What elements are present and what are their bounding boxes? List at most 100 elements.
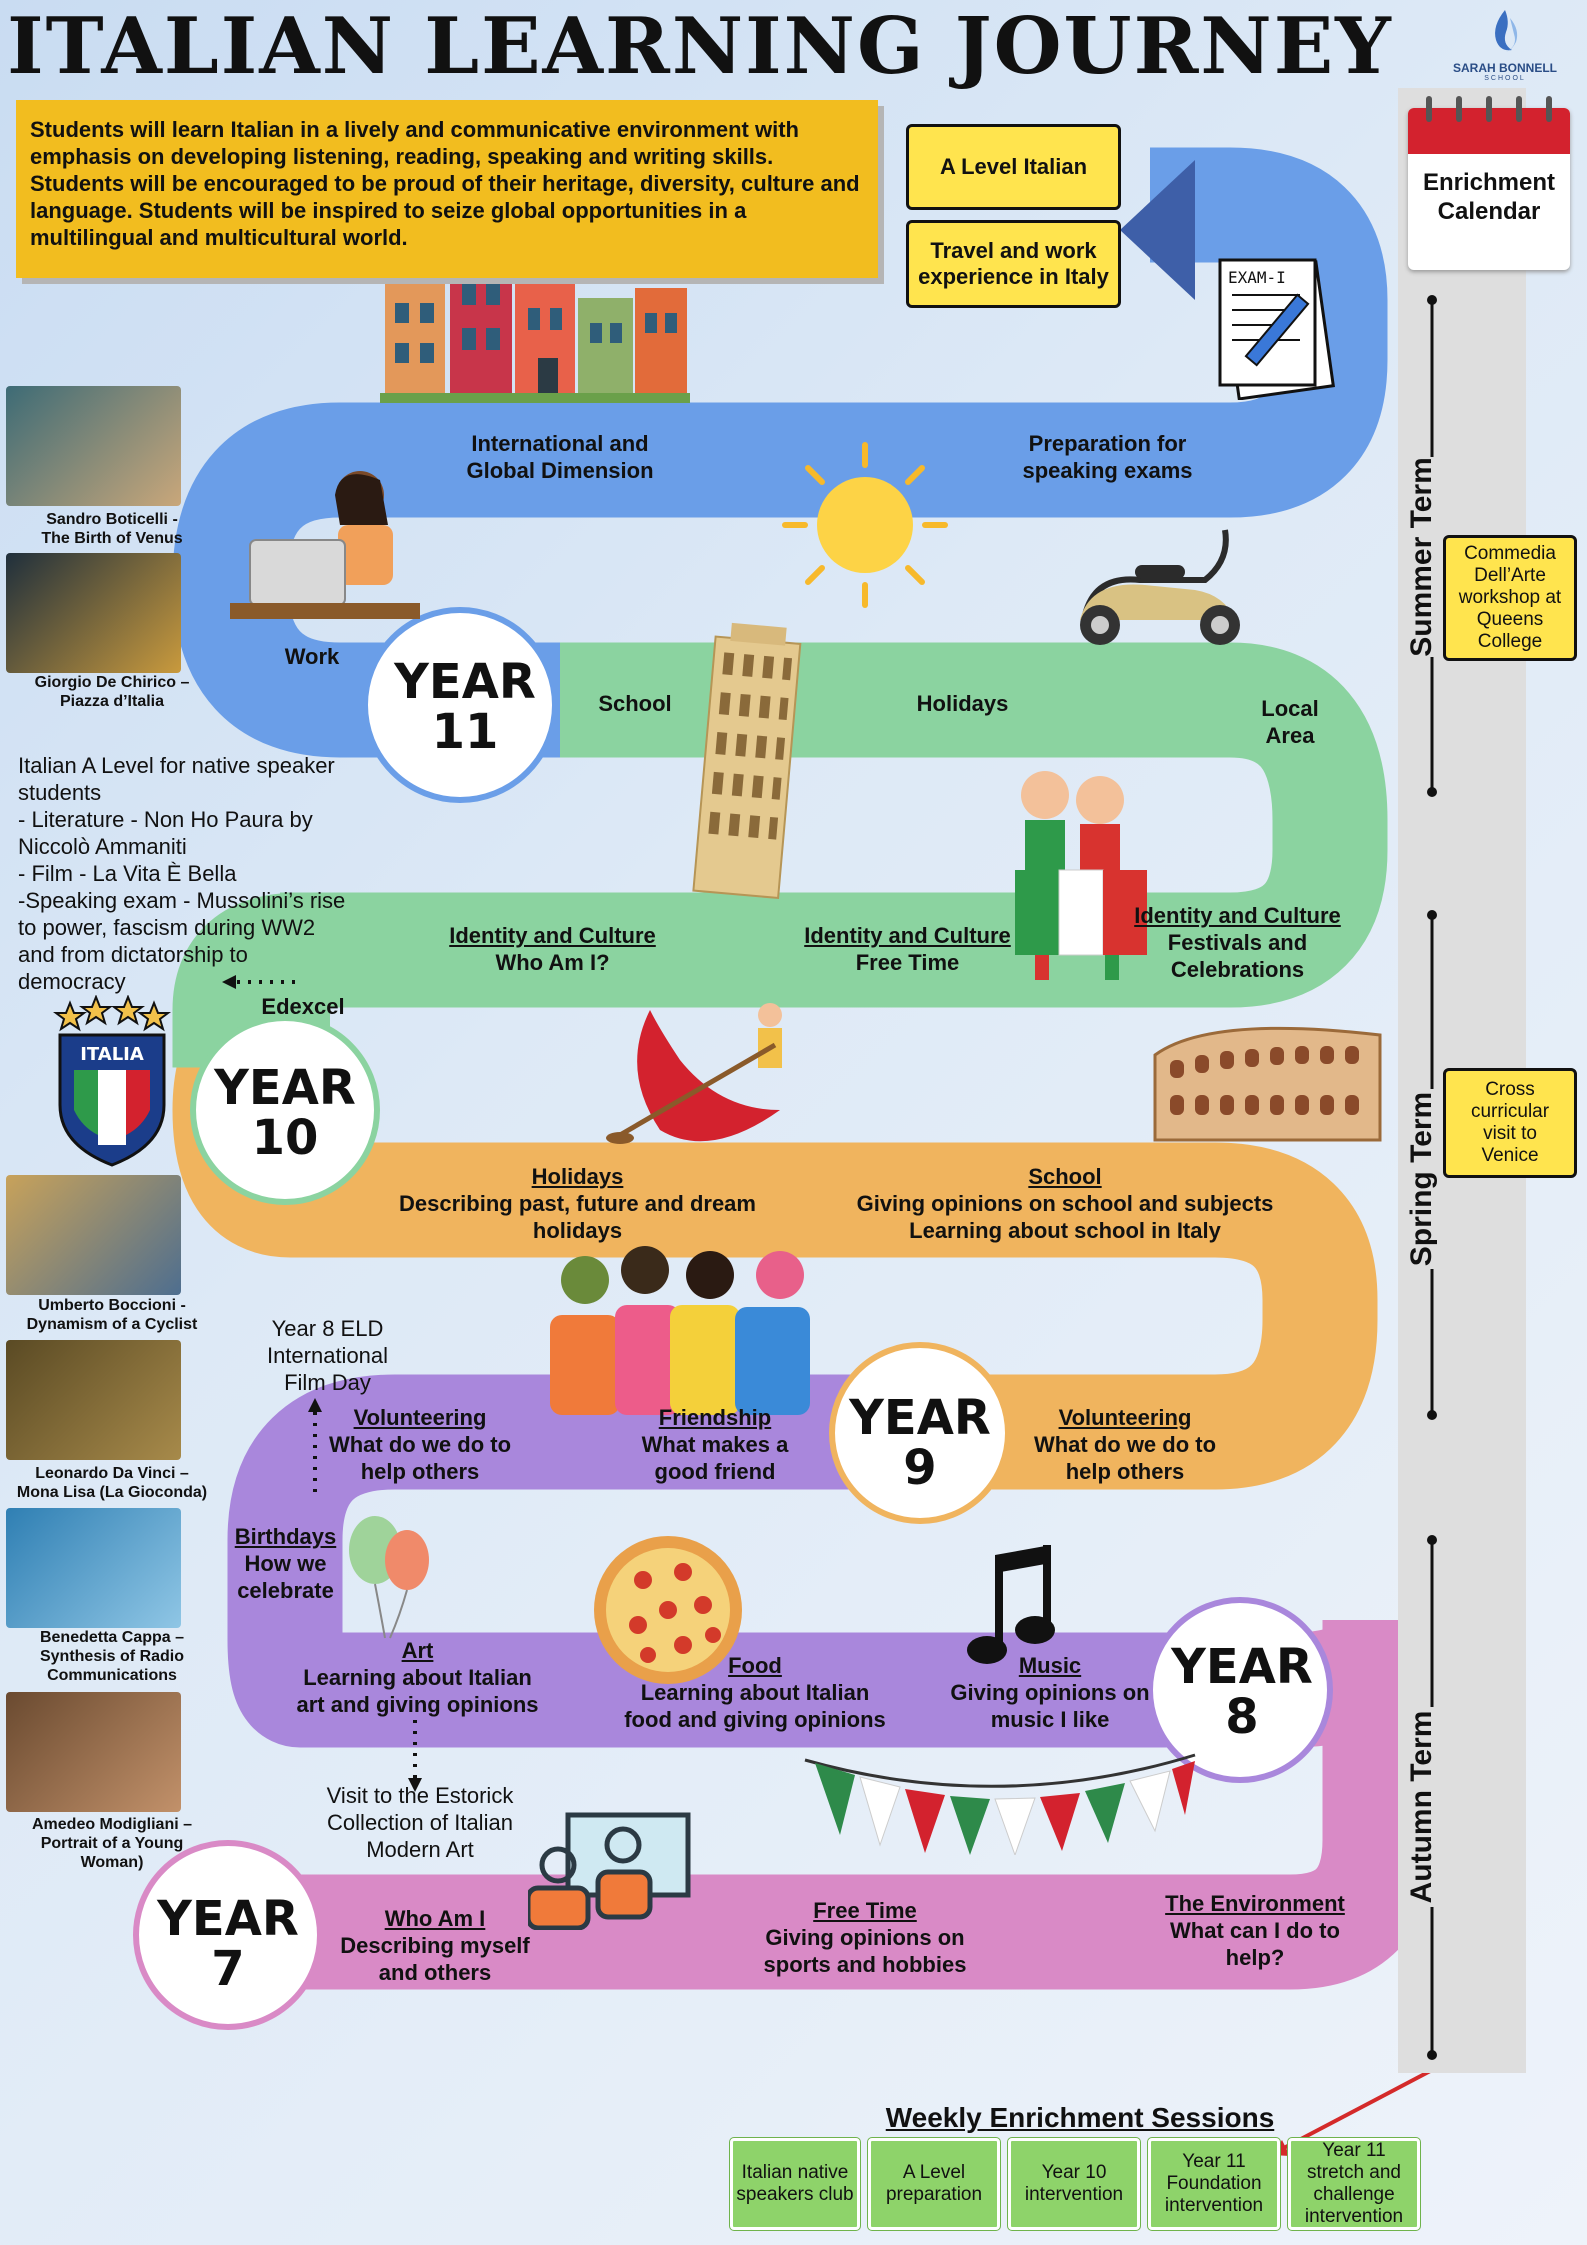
exam-paper-illustration: EXAM-I — [1218, 258, 1335, 400]
weekly-box-3-l1: Year 10 — [1041, 2162, 1107, 2183]
logo-name: SARAH BONNELL — [1453, 61, 1557, 75]
y9-film-day: Year 8 ELD International Film Day — [240, 1315, 415, 1396]
scooter-icon — [1080, 529, 1240, 645]
y8-art-sub-l1: Learning about Italian — [303, 1665, 532, 1690]
fans-flag-illustration — [1015, 771, 1147, 980]
y9-friend-sub-l1: What makes a — [641, 1432, 789, 1457]
y9-vol2-sub-l2: help others — [1065, 1459, 1185, 1484]
y8-food-head: Food — [728, 1653, 782, 1678]
weekly-box-a-level: A Level preparation — [868, 2138, 1000, 2230]
y9-film-l2: International — [266, 1343, 389, 1368]
weekly-box-year10: Year 10 intervention — [1008, 2138, 1140, 2230]
weekly-box-2-l2: preparation — [885, 2184, 983, 2205]
y10-topic-who-am-i: Identity and Culture Who Am I? — [425, 922, 680, 976]
y10-topic-school: School Giving opinions on school and sub… — [825, 1163, 1305, 1244]
y10-t1-head: Identity and Culture — [449, 923, 656, 948]
weekly-box-year11-foundation: Year 11 Foundation intervention — [1148, 2138, 1280, 2230]
a-level-note-l2: students — [18, 780, 102, 805]
artwork-caption-modigliani-l1: Amedeo Modigliani – — [31, 1816, 192, 1833]
y11-local-l1: Local — [1261, 696, 1319, 721]
weekly-box-4-l3: intervention — [1164, 2195, 1264, 2216]
weekly-box-5-l3: challenge — [1313, 2184, 1395, 2205]
y7-env-sub-l2: help? — [1225, 1945, 1285, 1970]
destination-travel-text: Travel and work experience in Italy — [918, 238, 1109, 289]
gondola-illustration — [606, 1003, 782, 1144]
year-11-label: YEAR 11 — [385, 657, 545, 757]
y7-topic-who-am-i: Who Am I Describing myself and others — [320, 1905, 550, 1986]
artwork-caption-venus: Sandro Boticelli - The Birth of Venus — [2, 510, 222, 548]
y7-free-sub-l2: sports and hobbies — [763, 1952, 967, 1977]
weekly-box-5-l4: intervention — [1304, 2206, 1404, 2227]
venice-l1: Cross — [1485, 1079, 1535, 1100]
y8-art-head: Art — [401, 1638, 434, 1663]
y10-school-head: School — [1028, 1164, 1102, 1189]
artwork-caption-piazza-l1: Giorgio De Chirico – — [34, 674, 190, 691]
weekly-box-2-l1: A Level — [902, 2162, 966, 2183]
bunting-icon — [804, 1753, 1196, 1855]
weekly-box-5-l2: stretch and — [1307, 2162, 1401, 2183]
intro-text: Students will learn Italian in a lively … — [16, 100, 878, 278]
year-7-label: YEAR 7 — [148, 1894, 308, 1994]
y10-t2-head: Identity and Culture — [804, 923, 1011, 948]
y10-holidays-sub-l2: holidays — [532, 1218, 623, 1243]
weekly-box-5-l1: Year 11 — [1322, 2140, 1386, 2161]
y7-whoami-sub-l2: and others — [378, 1960, 492, 1985]
y9-topic-volunteering-2: Volunteering What do we do to help other… — [1015, 1404, 1235, 1485]
a-level-note-l1: Italian A Level for native speaker — [18, 753, 335, 778]
logo-sub: SCHOOL — [1484, 75, 1526, 82]
calendar-title: Enrichment Calendar — [1408, 168, 1570, 226]
y10-topic-holidays: Holidays Describing past, future and dre… — [370, 1163, 785, 1244]
y9-friend-sub-l2: good friend — [654, 1459, 776, 1484]
year-10-number: 10 — [251, 1110, 319, 1166]
y7-free-head: Free Time — [813, 1898, 917, 1923]
y11-topic-speaking-l2: speaking exams — [1022, 458, 1193, 483]
artwork-caption-cyclist: Umberto Boccioni - Dynamism of a Cyclist — [2, 1296, 222, 1334]
commedia-l5: College — [1477, 631, 1543, 652]
y10-t3-sub-l2: Celebrations — [1170, 957, 1305, 982]
y11-holidays: Holidays — [916, 691, 1009, 716]
page-title: ITALIAN LEARNING JOURNEY — [7, 1, 1393, 92]
y8-music-sub-l2: music I like — [990, 1707, 1110, 1732]
artwork-caption-cyclist-l1: Umberto Boccioni - — [38, 1297, 186, 1314]
artwork-modigliani — [6, 1692, 181, 1812]
year-10-label: YEAR 10 — [205, 1063, 365, 1163]
y10-t2-sub: Free Time — [855, 950, 960, 975]
y10-t3-sub-l1: Festivals and — [1167, 930, 1308, 955]
artwork-mona-lisa — [6, 1340, 181, 1460]
y8-birthdays-sub-l1: How we — [244, 1551, 327, 1576]
commedia-l3: workshop at — [1458, 587, 1562, 608]
artwork-caption-radio: Benedetta Cappa – Synthesis of Radio Com… — [2, 1628, 222, 1685]
year-11-word: YEAR — [394, 654, 536, 710]
y8-topic-music: Music Giving opinions on music I like — [930, 1652, 1170, 1733]
sun-icon — [782, 442, 948, 608]
y10-school-sub-l1: Giving opinions on school and subjects — [856, 1191, 1274, 1216]
year-7-number: 7 — [211, 1941, 245, 1997]
year-8-number: 8 — [1225, 1689, 1259, 1745]
calendar-title-l2: Calendar — [1437, 198, 1541, 225]
flame-logo-icon — [1495, 10, 1518, 52]
artwork-caption-radio-l1: Benedetta Cappa – — [39, 1629, 185, 1646]
y9-vol1-sub-l2: help others — [360, 1459, 480, 1484]
year-8-word: YEAR — [1171, 1639, 1313, 1695]
artwork-caption-venus-l1: Sandro Boticelli - — [46, 511, 178, 528]
venice-l2: curricular — [1470, 1101, 1550, 1122]
exam-paper-label: EXAM-I — [1228, 268, 1286, 287]
y11-topic-international-l1: International and — [471, 431, 649, 456]
school-logo: SARAH BONNELL SCHOOL — [1430, 0, 1580, 90]
calendar-title-l1: Enrichment — [1422, 169, 1556, 196]
colosseum-illustration — [1153, 1026, 1382, 1142]
y11-school: School — [598, 691, 672, 716]
road-year11 — [172, 147, 1388, 758]
y7-free-sub-l1: Giving opinions on — [765, 1925, 965, 1950]
road-year9 — [227, 1374, 900, 1640]
commedia-l2: Dell’Arte — [1474, 565, 1546, 586]
artwork-caption-cyclist-l2: Dynamism of a Cyclist — [26, 1316, 198, 1333]
artwork-radio — [6, 1508, 181, 1628]
artwork-caption-modigliani: Amedeo Modigliani – Portrait of a Young … — [2, 1815, 222, 1872]
a-level-note-l8: and from dictatorship to — [18, 942, 248, 967]
artwork-cyclist — [6, 1175, 181, 1295]
y11-local-area: Local Area — [1240, 695, 1340, 749]
artwork-birth-of-venus — [6, 386, 181, 506]
y9-vol2-head: Volunteering — [1058, 1405, 1192, 1430]
